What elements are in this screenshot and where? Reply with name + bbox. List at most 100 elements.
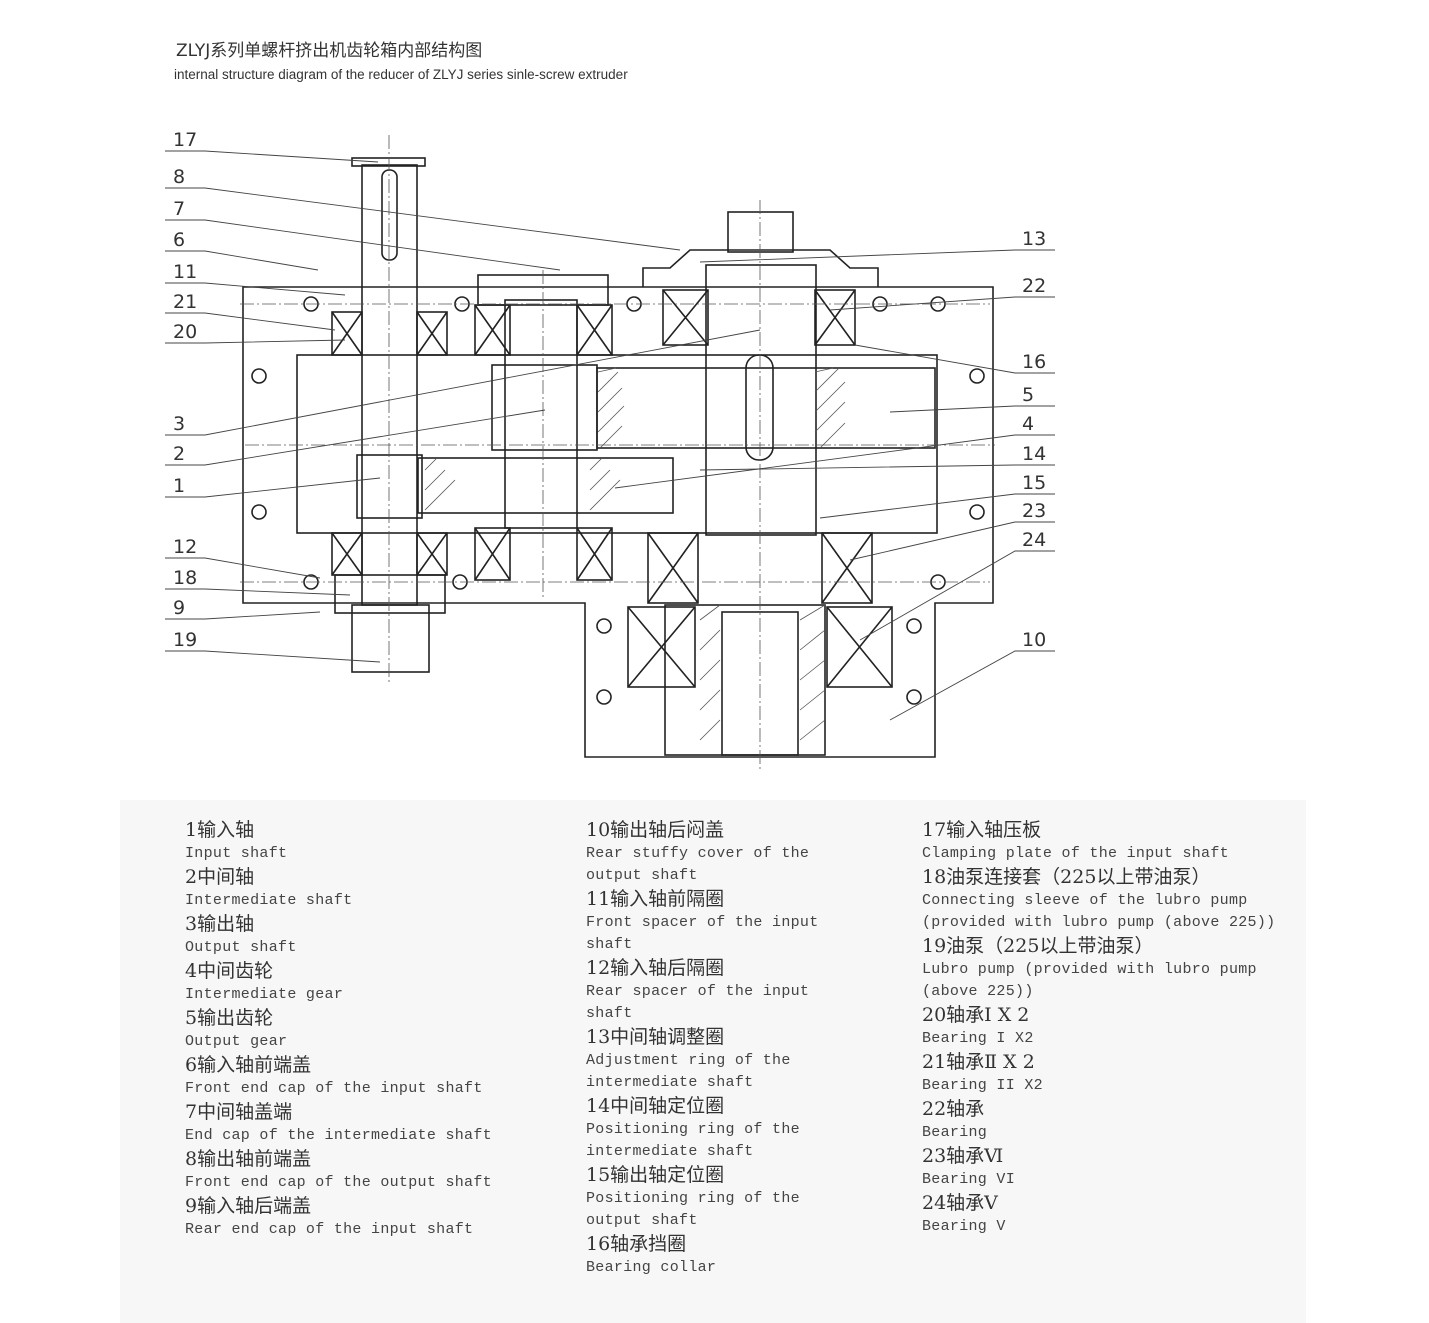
legend-item: 9输入轴后端盖 Rear end cap of the input shaft <box>185 1194 492 1241</box>
callout-label: 7 <box>173 198 185 220</box>
legend-item-english: Bearing V <box>922 1218 1006 1235</box>
leader-line <box>854 344 1055 374</box>
leader-line <box>614 434 1055 489</box>
legend-item-english: Rear end cap of the input shaft <box>185 1221 474 1238</box>
inner-cavity <box>296 354 938 534</box>
legend-item-english: Output shaft <box>185 939 297 956</box>
legend-item-chinese: 10输出轴后闷盖 <box>586 819 725 841</box>
legend-item: 5输出齿轮 Output gear <box>185 1006 492 1053</box>
leader-line <box>165 219 561 271</box>
leader-line <box>829 296 1055 311</box>
leader-line <box>699 464 1055 471</box>
callout-label: 21 <box>173 291 197 313</box>
legend-item: 19油泵（225以上带油泵） Lubro pump (provided with … <box>922 934 1275 1003</box>
callout-label: 14 <box>1022 443 1046 465</box>
leader-line <box>849 521 1055 561</box>
callout-label: 16 <box>1022 351 1046 373</box>
callout-label: 24 <box>1022 529 1046 551</box>
legend-item-chinese: 8输出轴前端盖 <box>185 1148 312 1170</box>
legend-item-chinese: 24轴承Ⅴ <box>922 1192 998 1214</box>
callout-label: 6 <box>173 229 185 251</box>
legend-item-english: Rear stuffy cover of the <box>586 845 810 862</box>
legend-item: 10输出轴后闷盖 Rear stuffy cover of the output s… <box>586 818 819 887</box>
legend-item-english: shaft <box>586 1005 633 1022</box>
legend-item-chinese: 22轴承 <box>922 1098 985 1120</box>
title-chinese: ZLYJ系列单螺杆挤出机齿轮箱内部结构图 <box>176 41 483 61</box>
callout-label: 2 <box>173 443 185 465</box>
front-cap-output <box>642 249 879 287</box>
callout-label: 12 <box>173 536 197 558</box>
housing-outline <box>242 286 994 758</box>
legend-item-english: Front end cap of the input shaft <box>185 1080 483 1097</box>
callout-label: 1 <box>173 475 185 497</box>
legend-item-chinese: 3输出轴 <box>185 913 255 935</box>
callout-label: 20 <box>173 321 197 343</box>
section-hatching <box>424 367 846 741</box>
legend-item-english: Connecting sleeve of the lubro pump <box>922 892 1248 909</box>
legend-item-chinese: 7中间轴盖端 <box>185 1101 293 1123</box>
legend-item-chinese: 18油泵连接套（225以上带油泵） <box>922 866 1211 888</box>
leader-line <box>165 339 346 344</box>
bearings <box>331 289 893 688</box>
legend-item-chinese: 9输入轴后端盖 <box>185 1195 312 1217</box>
legend-item: 22轴承 Bearing <box>922 1097 1275 1144</box>
legend-item-english: output shaft <box>586 867 698 884</box>
centerlines <box>240 135 995 770</box>
output-gear <box>596 367 936 449</box>
legend-item: 4中间齿轮 Intermediate gear <box>185 959 492 1006</box>
leader-line <box>165 329 761 436</box>
legend-item-english: Bearing <box>922 1124 988 1141</box>
legend-item-english: Input shaft <box>185 845 288 862</box>
legend-item-english: (provided with lubro pump (above 225)) <box>922 914 1276 931</box>
legend-item-chinese: 5输出齿轮 <box>185 1007 274 1029</box>
leader-line <box>165 611 321 620</box>
legend-item-english: Intermediate gear <box>185 986 344 1003</box>
legend-item-chinese: 2中间轴 <box>185 866 255 888</box>
shaft-keyway <box>381 169 398 261</box>
leader-line <box>165 282 346 296</box>
legend-item-chinese: 16轴承挡圈 <box>586 1233 687 1255</box>
callout-label: 8 <box>173 166 185 188</box>
callout-label: 3 <box>173 413 185 435</box>
leader-line <box>699 249 1055 263</box>
leader-line <box>165 588 351 596</box>
leader-line <box>165 409 546 466</box>
legend-item-chinese: 14中间轴定位圈 <box>586 1095 725 1117</box>
intermediate-shaft <box>504 299 578 529</box>
output-shaft <box>705 264 817 536</box>
legend-item-english: Output gear <box>185 1033 288 1050</box>
legend-item-english: Positioning ring of the <box>586 1121 800 1138</box>
legend-item-chinese: 19油泵（225以上带油泵） <box>922 935 1154 957</box>
legend-item-english: shaft <box>586 936 633 953</box>
callout-label: 23 <box>1022 500 1046 522</box>
legend-item-english: Lubro pump (provided with lubro pump <box>922 961 1257 978</box>
callout-label: 19 <box>173 629 197 651</box>
legend-item-chinese: 15输出轴定位圈 <box>586 1164 725 1186</box>
legend-item-chinese: 17输入轴压板 <box>922 819 1042 841</box>
callout-label: 15 <box>1022 472 1046 494</box>
leader-line <box>165 150 379 163</box>
legend-column-2: 10输出轴后闷盖 Rear stuffy cover of the output s… <box>586 818 819 1279</box>
callout-label: 5 <box>1022 384 1034 406</box>
callout-label: 9 <box>173 597 185 619</box>
front-cap-output-top <box>727 211 794 253</box>
leader-line <box>165 477 381 498</box>
legend-item-english: Adjustment ring of the <box>586 1052 791 1069</box>
legend-item-chinese: 4中间齿轮 <box>185 960 274 982</box>
legend-item-english: intermediate shaft <box>586 1074 754 1091</box>
leader-line <box>819 493 1055 519</box>
leader-line <box>165 557 321 579</box>
